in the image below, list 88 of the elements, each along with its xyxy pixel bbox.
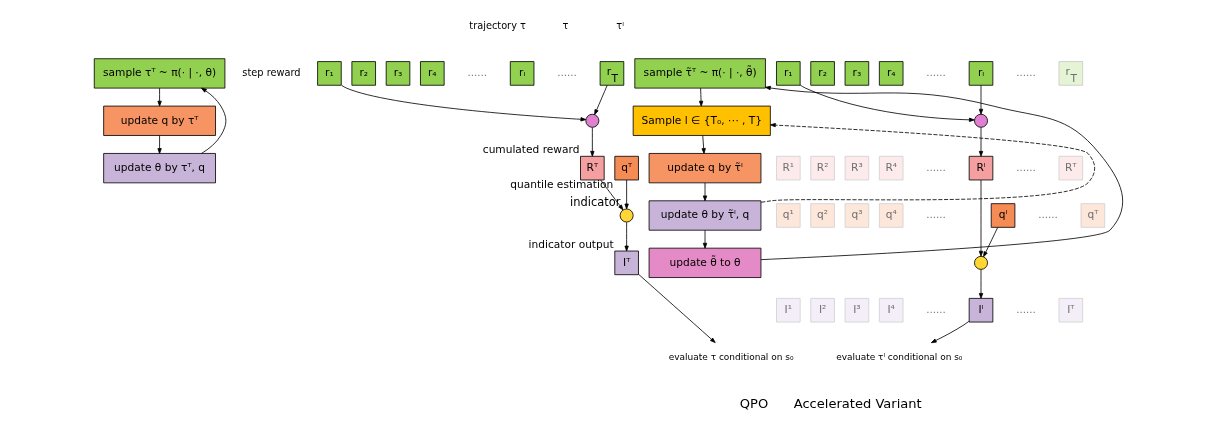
node-box: q² — [810, 203, 835, 228]
arrow — [600, 179, 624, 211]
node-box: Iᵀ — [1058, 297, 1084, 323]
arrow — [638, 273, 716, 343]
node-box: I¹ — [776, 297, 801, 323]
node-box: r₄ — [420, 61, 445, 86]
arrow — [702, 229, 708, 249]
label: τ — [562, 19, 569, 31]
label: τˡ — [616, 19, 624, 31]
arrow — [760, 123, 1096, 203]
arrow — [624, 221, 629, 252]
node-box: qᵀ — [614, 155, 639, 181]
arrow — [983, 227, 999, 258]
arrow — [594, 84, 608, 116]
node-circle — [585, 113, 600, 128]
label: …… — [467, 66, 487, 78]
node-box: r₂ — [351, 61, 376, 86]
node-box: r₂ — [810, 61, 835, 86]
arrow — [590, 127, 595, 157]
node-label: quantile estimation — [510, 178, 614, 192]
label: …… — [1016, 303, 1036, 315]
node-box: rₗ — [968, 61, 994, 86]
node-label: indicator — [570, 194, 621, 209]
node-box: Rᵀ — [580, 155, 605, 181]
label: …… — [926, 161, 946, 173]
arrow — [978, 179, 984, 257]
node-box: sample τᵀ ~ π(· | ·, θ) — [93, 58, 226, 89]
arrow — [978, 84, 984, 115]
node-box: update θ by τ̃ˡ, q — [648, 200, 762, 231]
node-box: update θ̃ to θ — [648, 247, 762, 278]
arrow — [698, 87, 704, 107]
node-circle — [974, 255, 988, 270]
arrow — [157, 135, 162, 154]
node-box: Rˡ — [968, 155, 994, 181]
label: …… — [1016, 66, 1036, 78]
node-label: indicator output — [528, 238, 614, 252]
node-box: rₗ — [509, 61, 535, 86]
node-box: q³ — [844, 203, 870, 228]
node-box: r₃ — [385, 61, 411, 86]
arrow — [760, 85, 1123, 261]
node-label: cumulated reward — [482, 143, 580, 157]
label: QPO — [739, 396, 769, 412]
label: …… — [1016, 161, 1036, 173]
label: …… — [926, 209, 946, 221]
node-box: I³ — [844, 297, 870, 323]
node-box: q¹ — [776, 203, 801, 228]
node-box: qˡ — [990, 203, 1016, 228]
arrow — [157, 87, 162, 107]
node-box: qᵀ — [1080, 203, 1106, 228]
node-box: I⁴ — [878, 297, 904, 323]
node-box: r₁ — [776, 61, 801, 86]
label: step reward — [242, 66, 301, 78]
node-text: evaluate τ conditional on s₀ — [668, 351, 794, 362]
arrow — [341, 85, 587, 122]
node-box: R³ — [844, 155, 870, 181]
arrow — [201, 87, 227, 154]
node-box: r₃ — [844, 61, 870, 86]
node-box: sample τ̃ᵀ ~ π(· | ·, θ̃) — [634, 58, 766, 89]
arrow — [624, 179, 629, 210]
label: …… — [1038, 209, 1058, 221]
label: …… — [926, 303, 946, 315]
arrow — [930, 320, 970, 344]
arrow — [701, 135, 706, 154]
label: …… — [557, 66, 577, 78]
node-box: r₄ — [878, 61, 904, 86]
node-circle — [974, 113, 988, 128]
node-text: evaluate τˡ conditional on s₀ — [836, 351, 963, 362]
node-box: I² — [810, 297, 835, 323]
node-box: r₁ — [317, 61, 342, 86]
node-box: Sample l ∈ {T₀, ⋯ , T} — [632, 105, 771, 136]
node-box: q⁴ — [878, 203, 904, 228]
label: trajectory τ — [469, 19, 526, 31]
node-box: R² — [810, 155, 835, 181]
node-box: Rᵀ — [1058, 155, 1084, 181]
node-box: update θ by τᵀ, q — [103, 153, 216, 184]
node-box: R⁴ — [878, 155, 904, 181]
arrow — [978, 269, 984, 299]
node-box: Iˡ — [968, 297, 994, 323]
label: …… — [926, 66, 946, 78]
node-circle — [619, 208, 634, 223]
node-box: R¹ — [776, 155, 801, 181]
node-box: update q by τᵀ — [103, 105, 216, 136]
arrow — [978, 127, 984, 157]
arrow — [799, 84, 975, 122]
node-box: Iᵀ — [614, 250, 639, 276]
label: Accelerated Variant — [793, 396, 922, 412]
arrow — [702, 182, 708, 202]
node-box: update q by τ̃ˡ — [648, 153, 762, 184]
